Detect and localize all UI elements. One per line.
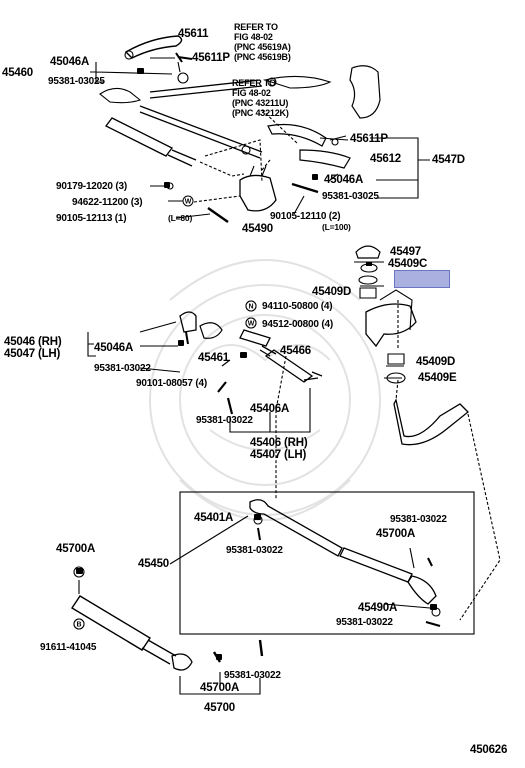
label-45612[interactable]: 45612 bbox=[370, 153, 401, 165]
label-95381-03022-box-left[interactable]: 95381-03022 bbox=[226, 545, 283, 556]
part-bolt-90105-12110 bbox=[291, 182, 319, 194]
label-4547D[interactable]: 4547D bbox=[432, 154, 465, 166]
label-45046A-right[interactable]: 45046A bbox=[324, 174, 364, 186]
symbol-B: B bbox=[76, 622, 81, 629]
reference-note-45619[interactable]: REFER TO FIG 48-02 (PNC 45619A) (PNC 456… bbox=[234, 22, 291, 62]
label-45700A-left[interactable]: 45700A bbox=[56, 543, 96, 555]
label-95381-03022-box-bottom[interactable]: 95381-03022 bbox=[336, 617, 393, 628]
label-94512-00800[interactable]: 94512-00800 (4) bbox=[262, 319, 333, 330]
part-upper-damper bbox=[105, 117, 173, 157]
part-damper-45700 bbox=[71, 595, 151, 651]
label-45490A[interactable]: 45490A bbox=[358, 602, 398, 614]
diagram-number: 450626 bbox=[470, 744, 508, 756]
part-45611-eye bbox=[124, 50, 134, 60]
label-95381-03022-bottom[interactable]: 95381-03022 bbox=[224, 670, 281, 681]
label-45611P-right[interactable]: 45611P bbox=[350, 133, 388, 145]
label-45401A[interactable]: 45401A bbox=[194, 512, 234, 524]
label-45490[interactable]: 45490 bbox=[242, 223, 273, 235]
label-95381-03025-top[interactable]: 95381-03025 bbox=[48, 76, 105, 87]
label-45407-lh[interactable]: 45407 (LH) bbox=[250, 449, 307, 461]
part-bushing-45409D-upper bbox=[359, 287, 377, 299]
part-cap-45497 bbox=[355, 245, 381, 259]
label-90101-08057[interactable]: 90101-08057 (4) bbox=[136, 378, 207, 389]
label-45611P-top[interactable]: 45611P bbox=[192, 52, 230, 64]
label-45700A-bottom[interactable]: 45700A bbox=[200, 682, 240, 694]
label-90105-12113-length[interactable]: (L=80) bbox=[168, 213, 193, 223]
part-bolt-90105-12113 bbox=[207, 207, 229, 223]
label-45497[interactable]: 45497 bbox=[390, 246, 421, 258]
middle-dashed-guides bbox=[275, 300, 501, 621]
part-tube-45461 bbox=[199, 322, 223, 339]
label-45700A-box[interactable]: 45700A bbox=[376, 528, 416, 540]
label-45406A[interactable]: 45406A bbox=[250, 403, 290, 415]
label-95381-03022-box-right[interactable]: 95381-03022 bbox=[390, 514, 447, 525]
symbol-W-mid: W bbox=[248, 321, 255, 328]
part-bushing-45409D-lower bbox=[387, 353, 405, 365]
part-tie-rod-45406 bbox=[264, 349, 323, 383]
label-45700[interactable]: 45700 bbox=[204, 702, 235, 714]
part-arm-45611P-right bbox=[267, 123, 327, 147]
part-rod-top bbox=[149, 79, 263, 99]
part-45611-arm bbox=[124, 35, 183, 59]
label-45460[interactable]: 45460 bbox=[2, 67, 33, 79]
label-94110-50800[interactable]: 94110-50800 (4) bbox=[262, 301, 333, 312]
label-45450[interactable]: 45450 bbox=[138, 558, 169, 570]
reference-note-43211[interactable]: REFER TO FIG 48-02 (PNC 43211U) (PNC 432… bbox=[232, 78, 289, 118]
part-45611P-bolt bbox=[175, 52, 193, 63]
symbol-W-upper: W bbox=[185, 199, 192, 206]
label-95381-03025-right[interactable]: 95381-03025 bbox=[322, 191, 379, 202]
part-idler-arm-45490 bbox=[239, 174, 277, 212]
part-tie-rod-end-45046 bbox=[179, 311, 197, 333]
part-upper-tie-rod bbox=[139, 105, 263, 159]
label-45461[interactable]: 45461 bbox=[198, 352, 229, 364]
part-nut-45700A-left bbox=[73, 566, 85, 578]
label-95381-03022-mid2[interactable]: 95381-03022 bbox=[196, 415, 253, 426]
label-45046A-mid[interactable]: 45046A bbox=[94, 342, 134, 354]
label-45047-lh[interactable]: 45047 (LH) bbox=[4, 348, 61, 360]
label-90105-12113[interactable]: 90105-12113 (1) bbox=[56, 213, 127, 224]
label-45611-top[interactable]: 45611 bbox=[178, 28, 209, 40]
part-nuts bbox=[76, 68, 437, 660]
label-45046-rh[interactable]: 45046 (RH) bbox=[4, 336, 62, 348]
part-lower-arm bbox=[393, 398, 469, 446]
label-95381-03022-mid[interactable]: 95381-03022 bbox=[94, 363, 151, 374]
part-knuckle bbox=[349, 65, 381, 119]
label-45466[interactable]: 45466 bbox=[280, 345, 311, 357]
label-45409D-left[interactable]: 45409D bbox=[312, 286, 352, 298]
part-bellcrank bbox=[365, 303, 417, 348]
part-bracket-top bbox=[99, 87, 142, 104]
symbol-N: N bbox=[248, 304, 253, 311]
highlight-marker[interactable] bbox=[394, 270, 450, 288]
label-90105-12110-length[interactable]: (L=100) bbox=[322, 222, 351, 232]
part-arm-45612 bbox=[299, 149, 351, 169]
part-drag-link-45450 bbox=[249, 499, 343, 557]
label-90105-12110[interactable]: 90105-12110 (2) bbox=[270, 211, 341, 222]
label-45409D-right[interactable]: 45409D bbox=[416, 356, 456, 368]
watermark-emblem bbox=[149, 259, 381, 521]
label-90179-12020[interactable]: 90179-12020 (3) bbox=[56, 181, 127, 192]
label-45046A-top[interactable]: 45046A bbox=[50, 56, 90, 68]
label-45409E[interactable]: 45409E bbox=[418, 372, 457, 384]
part-arm-45619 bbox=[262, 75, 332, 89]
label-91611-41045[interactable]: 91611-41045 bbox=[40, 642, 97, 653]
label-45406-rh[interactable]: 45406 (RH) bbox=[250, 437, 308, 449]
rod-assembly-frame bbox=[179, 491, 475, 635]
label-45409C[interactable]: 45409C bbox=[388, 258, 428, 270]
upper-dashed-guides bbox=[199, 109, 299, 183]
label-94622-11200[interactable]: 94622-11200 (3) bbox=[72, 197, 143, 208]
